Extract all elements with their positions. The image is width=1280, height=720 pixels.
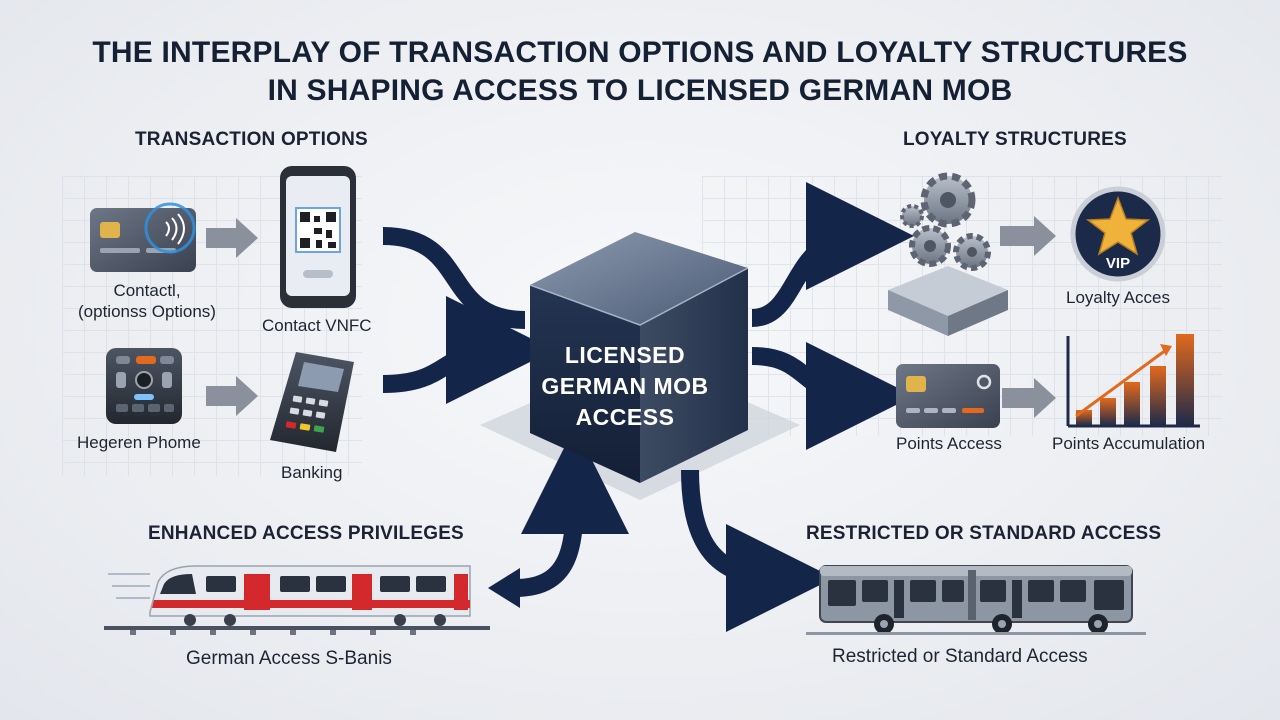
bus-icon bbox=[806, 565, 1146, 635]
label-contactless-card: Contactl, (optionss Options) bbox=[78, 281, 216, 321]
grey-arrow-points bbox=[1002, 378, 1056, 418]
arrow-nfc-to-center bbox=[382, 227, 526, 329]
label-points-accumulation: Points Accumulation bbox=[1052, 434, 1206, 453]
smartphone-qr-icon bbox=[280, 166, 356, 308]
grey-arrow-gears bbox=[1000, 216, 1056, 256]
section-loyalty-structures: LOYALTY STRUCTURES bbox=[903, 129, 1127, 150]
grey-arrows bbox=[206, 216, 1056, 418]
arrow-center-to-gears bbox=[751, 182, 914, 327]
gear-large-icon bbox=[920, 172, 976, 228]
title-line-2: IN SHAPING ACCESS TO LICENSED GERMAN MOB bbox=[267, 74, 1013, 107]
arrow-center-down-to-bus bbox=[681, 469, 834, 632]
points-card-icon bbox=[896, 364, 1000, 428]
section-transaction-options: TRANSACTION OPTIONS bbox=[135, 129, 368, 150]
grey-arrow-card bbox=[206, 218, 258, 258]
gears-platform-icon bbox=[888, 172, 1008, 336]
label-hegeren-phone: Hegeren Phome bbox=[77, 433, 201, 452]
gear-right-icon bbox=[953, 233, 991, 271]
cube-top-face bbox=[530, 232, 748, 325]
vip-badge-text: VIP bbox=[1106, 255, 1130, 272]
section-restricted-access: RESTRICTED OR STANDARD ACCESS bbox=[806, 523, 1162, 544]
label-contact-nfc: Contact VNFC bbox=[262, 316, 372, 335]
label-bus: Restricted or Standard Access bbox=[832, 646, 1088, 667]
vip-badge-icon: VIP bbox=[1070, 186, 1166, 282]
gear-medium-icon bbox=[909, 225, 951, 267]
center-node-label: LICENSED GERMAN MOB ACCESS bbox=[541, 342, 709, 430]
center-cube bbox=[529, 232, 749, 483]
train-icon bbox=[104, 565, 490, 635]
title-line-1: THE INTERPLAY OF TRANSACTION OPTIONS AND… bbox=[92, 36, 1188, 69]
label-train: German Access S-Banis bbox=[186, 648, 392, 669]
grey-arrow-hegeren bbox=[206, 376, 258, 416]
points-accumulation-chart-icon bbox=[1066, 334, 1200, 428]
arrow-center-to-points bbox=[751, 341, 914, 450]
contactless-card-icon bbox=[90, 202, 196, 272]
cube-front-face bbox=[530, 285, 640, 483]
keypad-device-icon bbox=[106, 348, 182, 424]
label-loyalty-access: Loyalty Acces bbox=[1066, 288, 1170, 307]
arrow-center-up-from-train bbox=[514, 426, 629, 597]
label-points-access: Points Access bbox=[896, 434, 1002, 453]
label-banking: Banking bbox=[281, 463, 343, 482]
pos-terminal-icon bbox=[270, 352, 354, 452]
gear-small-icon bbox=[900, 204, 924, 228]
flow-connectors bbox=[382, 182, 914, 632]
cube-side-face bbox=[640, 268, 748, 483]
arrow-head-to-train bbox=[488, 568, 520, 608]
section-enhanced-access: ENHANCED ACCESS PRIVILEGES bbox=[148, 523, 464, 544]
arrow-banking-to-center bbox=[382, 296, 554, 405]
